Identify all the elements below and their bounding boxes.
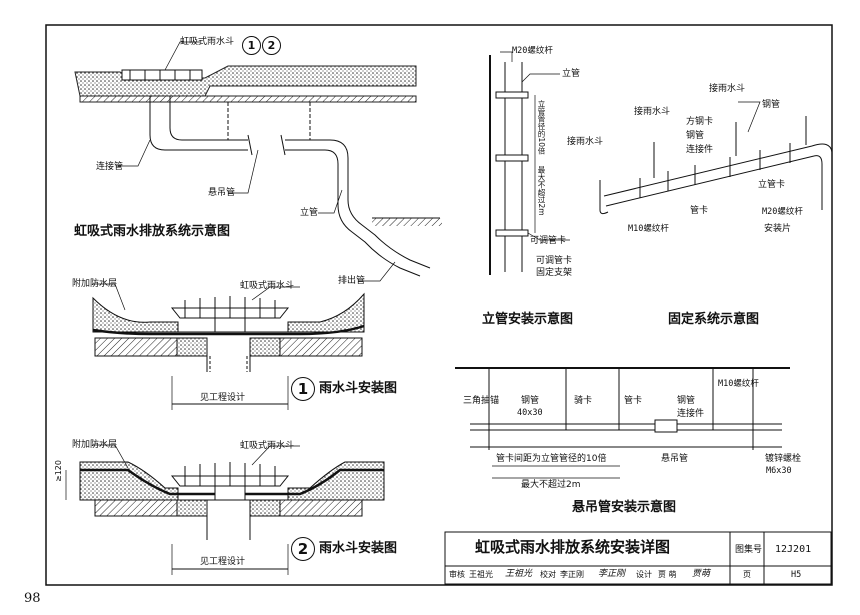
drain1-number: 1 — [291, 377, 315, 401]
label-spacing-2: 最大不超过2m — [537, 166, 546, 216]
label-max-2m: 最大不超过2m — [521, 480, 581, 490]
sheet-frame — [45, 24, 833, 586]
label-steel-pipe: 钢管 — [686, 131, 705, 141]
fixed-system-diagram — [599, 101, 833, 215]
design-name: 贾 萌 — [658, 570, 677, 579]
review-name: 王祖光 — [469, 570, 493, 579]
label-dim-120: ≥120 — [54, 460, 63, 482]
label-m20-rod: M20螺纹杆 — [512, 46, 553, 56]
label-bolt-size: M6x30 — [766, 466, 792, 476]
label-connector: 连接件 — [686, 145, 714, 155]
drain2-title: 雨水斗安装图 — [319, 541, 398, 556]
label-m10-rod-hanging: M10螺纹杆 — [718, 379, 759, 389]
label-suspended-pipe: 悬吊管 — [208, 188, 236, 198]
label-waterproof-1: 附加防水层 — [72, 279, 118, 289]
system-diagram — [74, 41, 442, 282]
riser-title: 立管安装示意图 — [482, 312, 574, 327]
label-riser-2: 立管 — [562, 69, 581, 79]
label-triangle-anchor: 三角抽锚 — [463, 396, 500, 406]
check-label: 校对 — [540, 570, 556, 579]
drain-detail-2 — [65, 444, 385, 575]
label-m10-rod: M10螺纹杆 — [628, 224, 669, 234]
label-waterproof-2: 附加防水层 — [72, 440, 118, 450]
circle-ref-1: 1 — [242, 36, 261, 55]
label-steel-size: 40x30 — [517, 408, 543, 418]
system-diagram-title: 虹吸式雨水排放系统示意图 — [74, 224, 231, 239]
label-steel-2: 钢管 — [677, 396, 696, 406]
label-drain-b: 接雨水斗 — [634, 107, 671, 117]
label-spacing-1: 立管管径的10倍 — [537, 100, 546, 155]
check-signature: 李正刚 — [598, 569, 626, 579]
drain1-title: 雨水斗安装图 — [319, 381, 398, 396]
check-name: 李正刚 — [560, 570, 584, 579]
label-pipe-clamp: 管卡 — [690, 206, 709, 216]
label-steel: 钢管 — [521, 396, 540, 406]
circle-ref-2: 2 — [262, 36, 281, 55]
review-signature: 王祖光 — [505, 569, 533, 579]
page-number: 98 — [24, 591, 41, 606]
label-siphon-drain-2: 虹吸式雨水斗 — [240, 441, 295, 451]
label-see-design-2: 见工程设计 — [200, 557, 246, 567]
riser-diagram — [489, 51, 570, 275]
label-drain-c: 接雨水斗 — [709, 84, 746, 94]
label-clamp-spacing: 管卡间距为立管管径的10倍 — [496, 454, 607, 464]
label-suspended-hanging: 悬吊管 — [661, 454, 689, 464]
label-see-design-1: 见工程设计 — [200, 393, 246, 403]
label-siphon-drain: 虹吸式雨水斗 — [180, 37, 235, 47]
atlas-label: 图集号 — [735, 545, 763, 555]
label-mount-plate: 安装片 — [764, 224, 792, 234]
atlas-number: 12J201 — [775, 544, 812, 555]
label-steel-pipe-2: 钢管 — [762, 100, 781, 110]
drain-detail-1 — [92, 283, 365, 410]
label-riser-clamp: 立管卡 — [758, 180, 786, 190]
label-adj-clamp: 可调管卡 — [530, 236, 567, 246]
drain2-number: 2 — [291, 537, 315, 561]
label-connect-pipe: 连接管 — [96, 162, 124, 172]
hanging-title: 悬吊管安装示意图 — [572, 500, 677, 515]
design-label: 设计 — [636, 570, 652, 579]
title-block-title: 虹吸式雨水排放系统安装详图 — [475, 538, 671, 556]
label-pipe-clamp-hanging: 管卡 — [624, 396, 643, 406]
hanging-pipe-diagram — [455, 367, 790, 479]
fixed-title: 固定系统示意图 — [668, 312, 760, 327]
title-block-grid — [444, 531, 832, 585]
label-bolt: 镀锌螺栓 — [765, 454, 802, 464]
label-riser: 立管 — [300, 208, 319, 218]
label-discharge: 排出管 — [338, 276, 366, 286]
design-signature: 贾萌 — [692, 569, 711, 579]
page-label: 页 — [743, 570, 751, 579]
label-square-clamp: 方钢卡 — [686, 117, 714, 127]
review-label: 审核 — [449, 570, 465, 579]
label-siphon-drain-1: 虹吸式雨水斗 — [240, 281, 295, 291]
label-fixed-support: 固定支架 — [536, 268, 573, 278]
label-connector-hanging: 连接件 — [677, 409, 705, 419]
label-side-clamp: 骑卡 — [574, 396, 593, 406]
label-m20-rod-2: M20螺纹杆 — [762, 207, 803, 217]
page-value: H5 — [791, 570, 802, 580]
label-adj-clamp-2: 可调管卡 — [536, 256, 573, 266]
label-drain-a: 接雨水斗 — [567, 137, 604, 147]
